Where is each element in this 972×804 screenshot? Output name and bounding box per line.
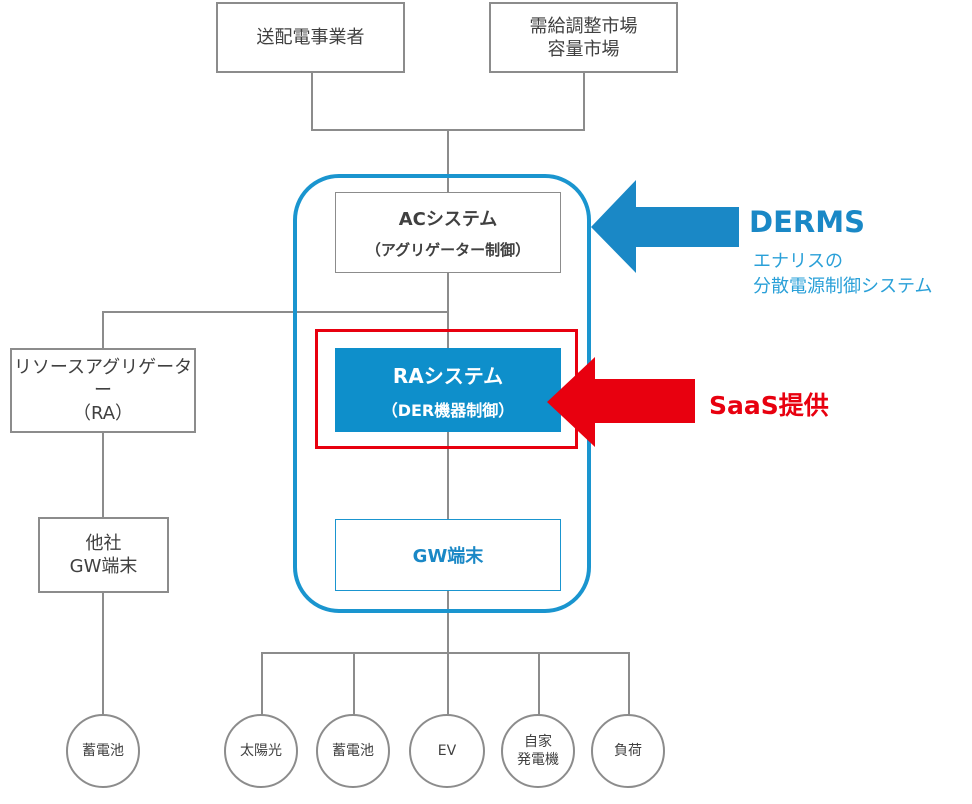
ac-system-box: ACシステム （アグリゲーター制御） xyxy=(335,192,561,273)
other-gw-line1: 他社 xyxy=(85,533,122,554)
device-label-line1: 負荷 xyxy=(614,743,642,759)
connector-ra-down xyxy=(102,311,104,349)
ac-system-subtitle: （アグリゲーター制御） xyxy=(365,241,531,259)
saas-label: SaaS提供 xyxy=(709,391,829,420)
connector-device-2 xyxy=(353,652,355,716)
ra-system-title: RAシステム xyxy=(392,363,504,388)
device-circle-ev: EV xyxy=(409,714,485,788)
connector-top-to-ac xyxy=(447,129,449,193)
device-circle-battery: 蓄電池 xyxy=(316,714,390,788)
device-label-line2: 発電機 xyxy=(517,752,559,768)
device-circle-load: 負荷 xyxy=(591,714,665,788)
ra-system-subtitle: （DER機器制御） xyxy=(381,400,515,420)
gw-terminal-label: GW端末 xyxy=(412,546,484,567)
derms-desc-line1: エナリスの xyxy=(753,251,843,272)
connector-devices-horizontal xyxy=(261,652,630,654)
resource-aggregator-line2: （RA） xyxy=(72,403,134,424)
market-label-line2: 容量市場 xyxy=(547,38,620,60)
derms-arrow-shape xyxy=(591,180,739,273)
connector-ra-branch xyxy=(102,311,449,313)
connector-device-1 xyxy=(261,652,263,716)
gw-terminal-box: GW端末 xyxy=(335,519,561,591)
tso-label: 送配電事業者 xyxy=(256,27,365,48)
resource-aggregator-line1: リソースアグリゲーター xyxy=(13,357,193,401)
resource-aggregator-box: リソースアグリゲーター （RA） xyxy=(10,348,196,433)
connector-othergw-to-battery xyxy=(102,592,104,716)
market-label-line1: 需給調整市場 xyxy=(529,15,638,37)
derms-desc-line2: 分散電源制御システム xyxy=(753,276,933,297)
saas-arrow-shape xyxy=(547,357,695,447)
left-battery-label: 蓄電池 xyxy=(82,743,124,759)
other-gw-box: 他社 GW端末 xyxy=(38,517,169,593)
left-battery-circle: 蓄電池 xyxy=(66,714,140,788)
device-circle-generator: 自家 発電機 xyxy=(501,714,575,788)
device-label-line1: EV xyxy=(437,743,457,759)
connector-device-5 xyxy=(628,652,630,716)
other-gw-line2: GW端末 xyxy=(69,556,138,577)
device-circle-solar: 太陽光 xyxy=(224,714,298,788)
connector-tso-down xyxy=(311,71,313,130)
derms-title: DERMS xyxy=(749,205,865,239)
device-label-line1: 蓄電池 xyxy=(332,743,374,759)
device-label-line1: 自家 xyxy=(524,734,552,750)
derms-arrow-icon xyxy=(591,180,739,273)
connector-device-4 xyxy=(538,652,540,716)
derms-description: エナリスの 分散電源制御システム xyxy=(753,249,972,299)
ra-system-box: RAシステム （DER機器制御） xyxy=(335,348,561,432)
connector-market-down xyxy=(583,72,585,130)
market-box: 需給調整市場 容量市場 xyxy=(489,2,678,73)
device-label-line1: 太陽光 xyxy=(240,743,282,759)
tso-box: 送配電事業者 xyxy=(216,2,405,73)
ac-system-title: ACシステム xyxy=(398,209,498,230)
connector-ra-to-othergw xyxy=(102,432,104,518)
saas-arrow-icon xyxy=(547,357,695,447)
